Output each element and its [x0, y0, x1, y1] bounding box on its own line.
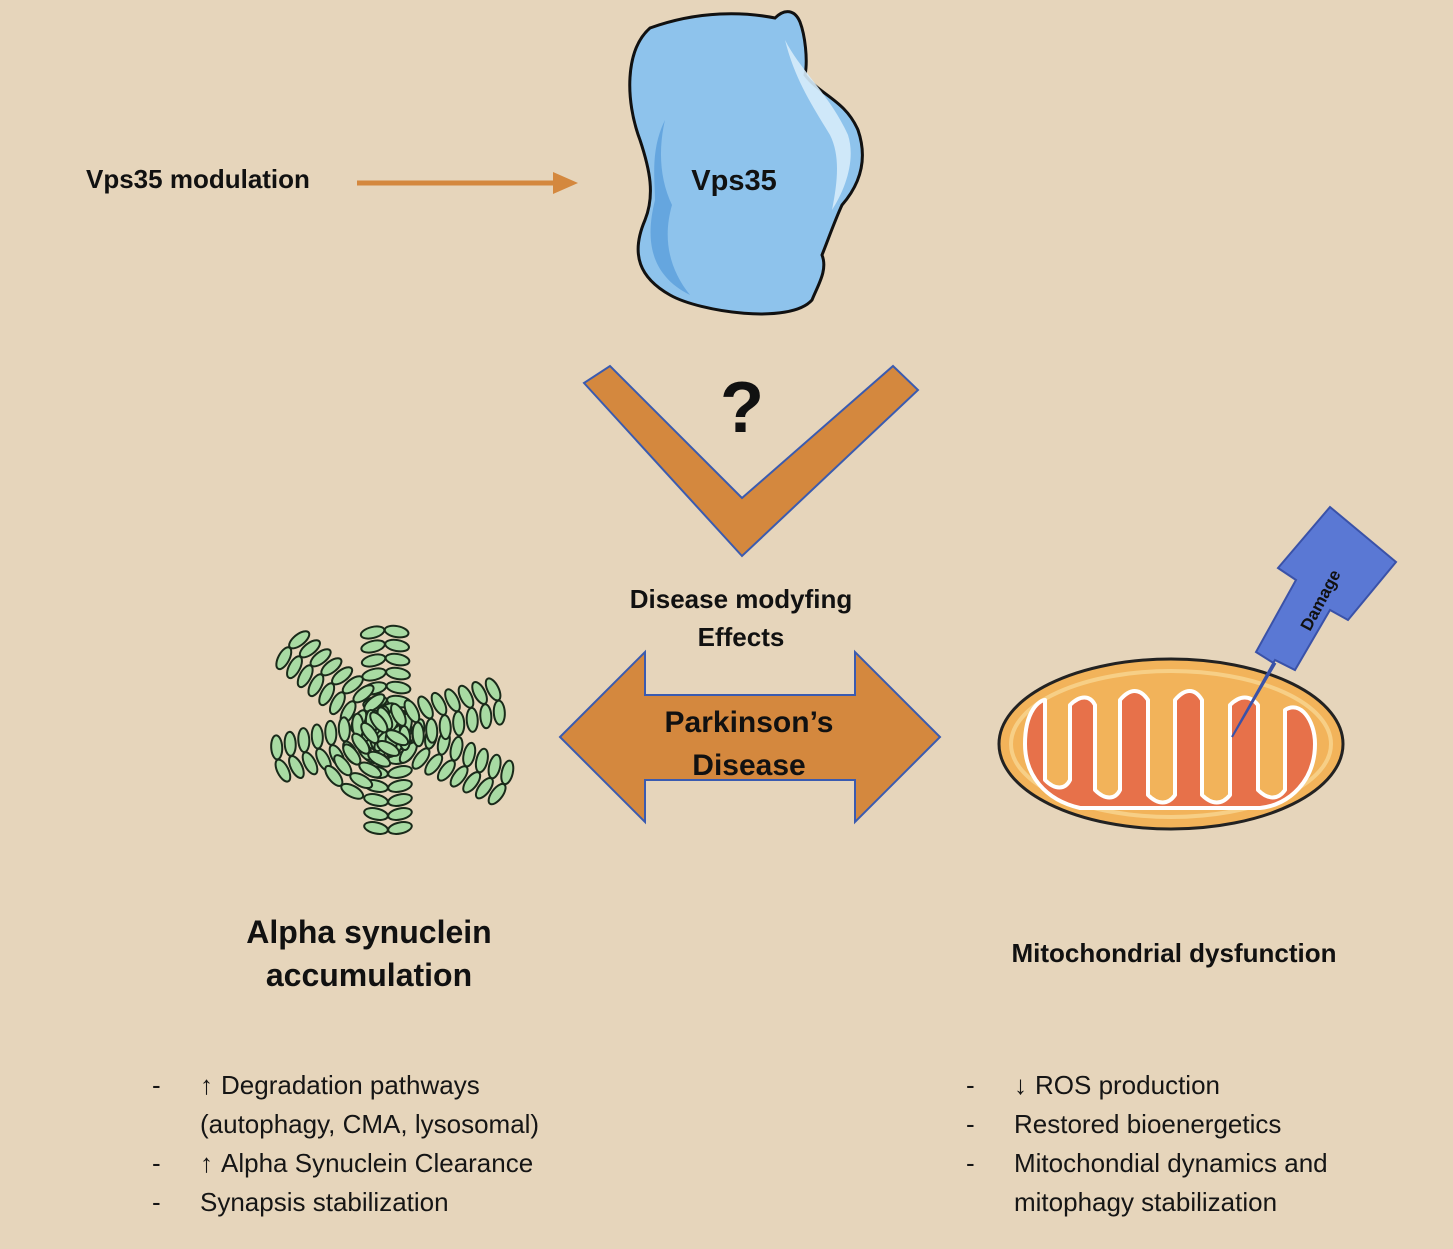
fibril-segment [424, 753, 444, 776]
arrow-down-icon: ↓ [1014, 1070, 1027, 1100]
fibril-segment [320, 657, 343, 677]
fibril-segment [438, 714, 452, 741]
fibril-segment [363, 821, 389, 835]
list-item: -↑Degradation pathways [152, 1070, 480, 1100]
fibril-segment [384, 652, 411, 667]
list-item: (autophagy, CMA, lysosomal) [200, 1109, 540, 1139]
fibril-segment [331, 666, 354, 686]
fibril-segment [333, 754, 353, 777]
mitochondrial-effects-list: -↓ROS production -Restored bioenergetics… [966, 1066, 1328, 1222]
fibril-segment [425, 717, 439, 744]
mitochondrial-title: Mitochondrial dysfunction [1011, 938, 1337, 968]
list-item: -Restored bioenergetics [966, 1109, 1282, 1139]
fibril-segment [411, 747, 431, 770]
effects-label-line2: Effects [697, 622, 785, 652]
damage-lightning-icon [1231, 505, 1398, 738]
fibril-segment [351, 732, 371, 755]
chevron-down-shape [582, 364, 920, 558]
fibril-segment [487, 782, 507, 806]
list-item: -Synapsis stabilization [152, 1187, 449, 1217]
fibril-segment [288, 630, 311, 650]
fibril-segment [452, 710, 466, 737]
fibril-segment [411, 721, 425, 748]
fibril-segment [324, 764, 344, 787]
fibril-segment [384, 638, 410, 653]
fibril-segment [352, 684, 375, 704]
double-arrow-shape [558, 649, 942, 825]
fibril-segment [341, 675, 364, 695]
fibril-segment [310, 723, 324, 750]
alpha-synuclein-fibril-icon [270, 624, 515, 835]
list-item: -↓ROS production [966, 1070, 1220, 1100]
alpha-synuclein-title-line2: accumulation [265, 957, 473, 993]
fibril-segment [462, 771, 482, 794]
fibril-segment [383, 624, 410, 639]
list-item: -↑Alpha Synuclein Clearance [152, 1148, 534, 1178]
arrow-up-icon: ↑ [200, 1070, 213, 1100]
arrow-up-icon: ↑ [200, 1148, 213, 1178]
fibril-segment [449, 765, 469, 788]
fibril-segment [270, 734, 284, 761]
effects-label-line1: Disease modyfing [629, 584, 853, 614]
fibril-segment [363, 693, 386, 713]
fibril-segment [309, 648, 332, 668]
fibril-segment [337, 716, 351, 743]
fibril-segment [369, 711, 389, 734]
fibril-segment [297, 727, 311, 754]
fibril-segment [474, 777, 494, 800]
fibril-segment [363, 807, 389, 821]
fibril-segment [324, 719, 338, 746]
list-item: -Mitochondial dynamics and [966, 1148, 1328, 1178]
fibril-segment [385, 680, 412, 695]
disease-label-line1: Parkinson’s [665, 706, 834, 739]
fibril-segment [283, 730, 297, 757]
alpha-synuclein-effects-list: -↑Degradation pathways (autophagy, CMA, … [152, 1066, 539, 1222]
list-item: mitophagy stabilization [1014, 1187, 1278, 1217]
fibril-segment [436, 759, 456, 782]
modulation-arrow [357, 172, 578, 194]
fibril-segment [465, 706, 479, 733]
fibril-segment [363, 793, 389, 807]
question-mark: ? [720, 368, 764, 448]
fibril-segment [298, 639, 321, 659]
fibril-segment [492, 699, 506, 726]
disease-label-line2: Disease [692, 749, 805, 782]
mitochondrion-icon [997, 657, 1345, 831]
vps35-protein-label: Vps35 [691, 165, 776, 197]
fibril-segment [479, 703, 493, 730]
alpha-synuclein-title-line1: Alpha synuclein [246, 914, 492, 950]
fibril-segment [342, 743, 362, 766]
fibril-segment [360, 721, 380, 745]
fibril-segment [385, 666, 411, 681]
vps35-modulation-label: Vps35 modulation [86, 164, 310, 194]
vps35-protein-icon [628, 10, 864, 316]
